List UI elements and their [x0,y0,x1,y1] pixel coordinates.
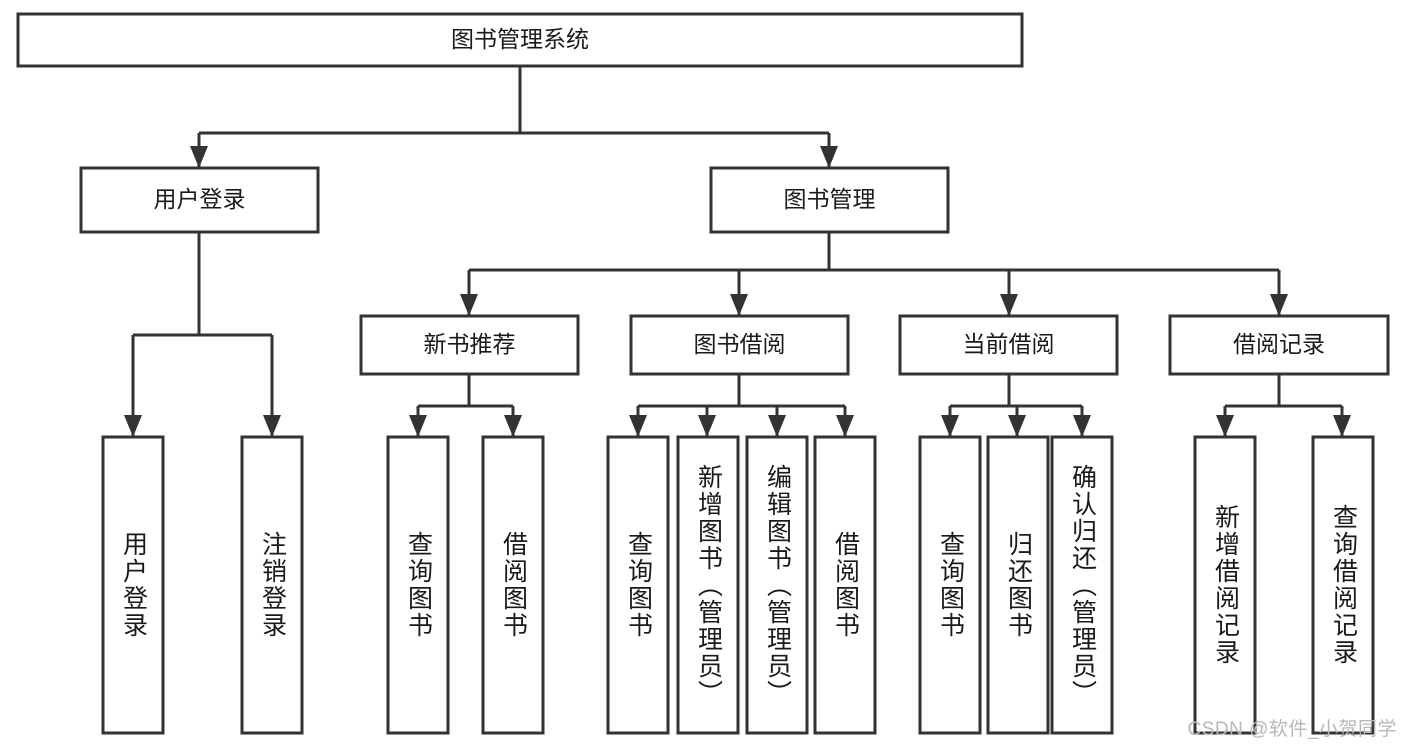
node-borrow_record[interactable]: 借阅记录 [1168,314,1390,376]
node-label: 图书管理系统 [451,26,589,52]
node-box[interactable] [606,435,670,735]
node-leaf_logout[interactable] [240,435,304,735]
node-book_manage[interactable]: 图书管理 [709,166,950,234]
connector-book-manage-to-level3 [460,232,1288,316]
node-leaf_return_book[interactable] [986,435,1050,735]
connector-user-login-to-leaves [124,232,281,437]
arrow-head-icon [1073,415,1091,437]
node-label: 新书推荐 [424,331,516,357]
node-box[interactable] [101,435,165,735]
node-box[interactable] [745,435,809,735]
node-box[interactable] [918,435,982,735]
arrow-head-icon [263,415,281,437]
arrow-head-icon [1000,294,1018,316]
arrow-head-icon [768,415,786,437]
connector-current-borrow-to-leaves [941,374,1091,437]
watermark: CSDN @软件_小贺同学 [1187,719,1397,740]
edge-layer [124,66,1351,437]
arrow-head-icon [836,415,854,437]
node-leaf_query_book_3[interactable] [918,435,982,735]
node-root[interactable]: 图书管理系统 [16,12,1024,68]
node-leaf_user_login[interactable] [101,435,165,735]
node-leaf_confirm_return[interactable] [1050,435,1114,735]
connector-new-book-to-leaves [409,374,522,437]
node-leaf_borrow_book_2[interactable] [813,435,877,735]
arrow-head-icon [1270,294,1288,316]
connector-book-borrow-to-leaves [629,374,854,437]
node-user_login[interactable]: 用户登录 [79,166,320,234]
node-box[interactable] [79,166,320,234]
node-label: 图书管理 [784,186,876,212]
node-box[interactable] [813,435,877,735]
arrow-head-icon [124,415,142,437]
node-box[interactable] [1311,435,1375,735]
node-box[interactable] [481,435,545,735]
node-leaf_add_book[interactable] [676,435,740,735]
node-label: 用户登录 [154,186,246,212]
arrow-head-icon [1216,415,1234,437]
node-box[interactable] [629,314,850,376]
arrow-head-icon [504,415,522,437]
arrow-head-icon [941,415,959,437]
arrow-head-icon [730,294,748,316]
node-label: 当前借阅 [963,331,1055,357]
node-box[interactable] [986,435,1050,735]
node-box[interactable] [1193,435,1257,735]
node-box[interactable] [898,314,1119,376]
node-leaf_borrow_book_1[interactable] [481,435,545,735]
node-leaf_query_book_2[interactable] [606,435,670,735]
node-box[interactable] [240,435,304,735]
node-label: 借阅记录 [1233,331,1325,357]
arrow-head-icon [409,415,427,437]
node-box[interactable] [386,435,450,735]
node-box[interactable] [1050,435,1114,735]
node-book_borrow[interactable]: 图书借阅 [629,314,850,376]
node-leaf_query_record[interactable] [1311,435,1375,735]
arrow-head-icon [820,146,838,168]
node-new_book_rec[interactable]: 新书推荐 [359,314,580,376]
arrow-head-icon [1008,415,1026,437]
node-label: 图书借阅 [694,331,786,357]
node-leaf_edit_book[interactable] [745,435,809,735]
arrow-head-icon [460,294,478,316]
node-box[interactable] [1168,314,1390,376]
node-box[interactable] [359,314,580,376]
arrow-head-icon [698,415,716,437]
arrow-head-icon [1333,415,1351,437]
connector-borrow-record-to-leaves [1216,374,1351,437]
node-box[interactable] [16,12,1024,68]
arrow-head-icon [190,146,208,168]
node-leaf_add_record[interactable] [1193,435,1257,735]
node-leaf_query_book_1[interactable] [386,435,450,735]
node-box[interactable] [676,435,740,735]
connector-root-to-level2 [190,66,838,168]
arrow-head-icon [629,415,647,437]
node-current_borrow[interactable]: 当前借阅 [898,314,1119,376]
node-box[interactable] [709,166,950,234]
